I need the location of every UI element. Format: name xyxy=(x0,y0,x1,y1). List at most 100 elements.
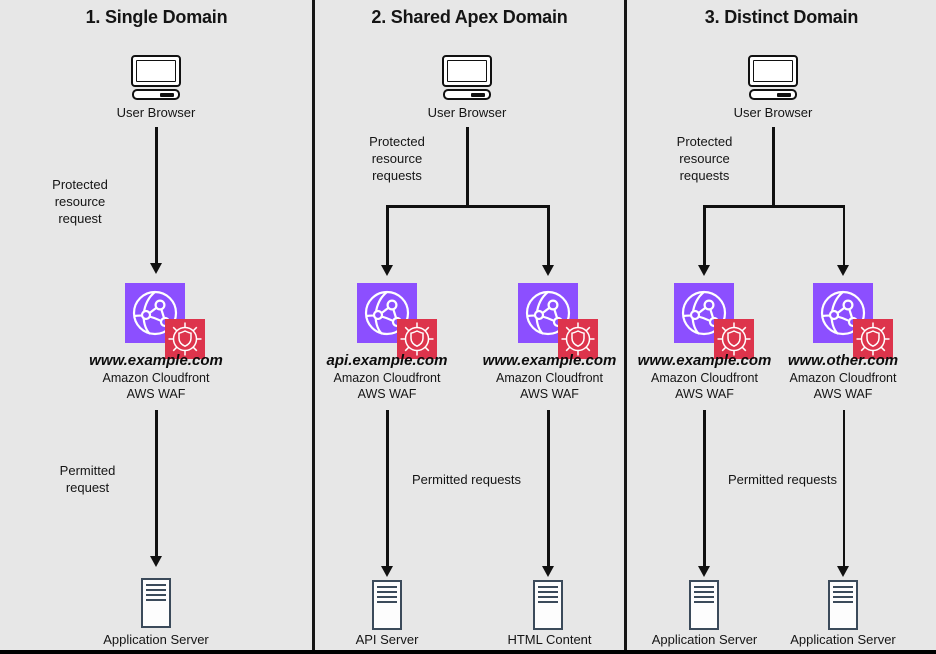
distribution-service-label: Amazon Cloudfront AWS WAF xyxy=(36,370,276,402)
service-line: AWS WAF xyxy=(813,387,873,401)
server-slots xyxy=(538,586,558,606)
distribution-service-label: Amazon Cloudfront AWS WAF xyxy=(622,370,787,402)
aws-waf-icon xyxy=(397,319,437,359)
server-slots xyxy=(146,584,166,604)
arrowhead-cf-to-server xyxy=(149,556,162,567)
edge-label-line: request xyxy=(58,211,102,226)
edge-label-protected-requests: Protected resource requests xyxy=(338,133,456,184)
cloudfront-waf-icon xyxy=(813,283,893,359)
server-body xyxy=(828,580,858,630)
service-line: Amazon Cloudfront xyxy=(333,371,441,385)
edge-label-line: resource xyxy=(679,151,730,166)
server-icon xyxy=(141,578,171,628)
server-slots xyxy=(694,586,714,606)
server-slots xyxy=(833,586,853,606)
connector-cf-to-server xyxy=(155,410,158,558)
monitor-base xyxy=(749,89,797,100)
aws-waf-icon xyxy=(853,319,893,359)
server-body xyxy=(533,580,563,630)
column-title: 1. Single Domain xyxy=(85,7,228,27)
service-line: Amazon Cloudfront xyxy=(102,371,210,385)
distribution-domain-label: www.example.com xyxy=(637,352,772,369)
connector-branch-right xyxy=(547,205,550,267)
column-distinct-domain: 3. Distinct Domain User Browser Protecte… xyxy=(627,0,936,651)
cloudfront-waf-icon xyxy=(125,283,205,359)
server-icon xyxy=(533,580,563,630)
column-divider-1 xyxy=(312,0,315,651)
arrowhead-cf-to-backend-right xyxy=(837,566,850,577)
backend-label: Application Server xyxy=(103,632,209,647)
column-single-domain: 1. Single Domain User Browser Protected … xyxy=(0,0,313,651)
edge-label-line: request xyxy=(65,480,110,495)
connector-cf-to-backend-right xyxy=(842,410,845,568)
connector-branch-left xyxy=(386,205,389,267)
edge-label-line: requests xyxy=(679,168,730,183)
arrowhead-cf-to-backend-right xyxy=(541,566,554,577)
user-browser-label: User Browser xyxy=(427,105,507,120)
arrowhead-branch-left xyxy=(697,265,710,276)
server-icon xyxy=(689,580,719,630)
distribution-service-label: Amazon Cloudfront AWS WAF xyxy=(307,370,467,402)
edge-label-line: requests xyxy=(372,168,422,183)
cloudfront-waf-icon xyxy=(518,283,598,359)
edge-label-line: Protected xyxy=(52,177,108,192)
edge-label-line: Protected xyxy=(369,134,425,149)
distribution-domain-label: www.example.com xyxy=(89,352,223,369)
user-browser-label: User Browser xyxy=(733,105,813,120)
user-browser-label: User Browser xyxy=(116,105,196,120)
column-shared-apex-domain: 2. Shared Apex Domain User Browser Prote… xyxy=(315,0,624,651)
monitor-base xyxy=(132,89,180,100)
distribution-domain-label: www.other.com xyxy=(787,352,899,369)
arrowhead-branch-right xyxy=(837,265,850,276)
distribution-domain-label: www.example.com xyxy=(482,352,617,369)
cloudfront-waf-icon xyxy=(674,283,754,359)
backend-label: Application Server xyxy=(790,632,896,647)
service-line: AWS WAF xyxy=(520,387,579,401)
backend-label: Application Server xyxy=(651,632,758,647)
service-line: AWS WAF xyxy=(675,387,734,401)
monitor-screen xyxy=(748,55,798,87)
connector-branch-left xyxy=(703,205,706,267)
cloudfront-waf-icon xyxy=(357,283,437,359)
edge-label-line: Permitted requests xyxy=(411,472,522,487)
server-body xyxy=(689,580,719,630)
distribution-service-label: Amazon Cloudfront AWS WAF xyxy=(768,370,918,402)
connector-cf-to-backend-right xyxy=(547,410,550,568)
edge-label-permitted-requests: Permitted requests xyxy=(710,471,855,488)
arrowhead-browser-to-cf xyxy=(149,263,162,274)
arrowhead-cf-to-backend-left xyxy=(380,566,393,577)
arrowhead-branch-left xyxy=(380,265,393,276)
column-divider-2 xyxy=(624,0,627,651)
service-line: Amazon Cloudfront xyxy=(495,371,603,385)
distribution-domain-label: api.example.com xyxy=(326,352,448,369)
edge-label-protected-requests: Protected resource requests xyxy=(647,133,762,184)
edge-label-line: resource xyxy=(371,151,423,166)
connector-browser-to-cf xyxy=(155,127,158,265)
edge-label-protected-request: Protected resource request xyxy=(20,176,140,227)
arrowhead-branch-right xyxy=(541,265,554,276)
edge-label-line: Protected xyxy=(676,134,733,149)
arrowhead-cf-to-backend-left xyxy=(697,566,710,577)
column-title: 3. Distinct Domain xyxy=(704,7,859,27)
edge-label-line: resource xyxy=(54,194,106,209)
distribution-service-label: Amazon Cloudfront AWS WAF xyxy=(467,370,632,402)
connector-browser-trunk xyxy=(466,127,469,207)
backend-label: HTML Content xyxy=(507,632,592,647)
edge-label-line: Permitted xyxy=(59,463,116,478)
aws-waf-icon xyxy=(165,319,205,359)
edge-label-line: Permitted requests xyxy=(727,472,838,487)
backend-label: API Server xyxy=(355,632,419,647)
service-line: AWS WAF xyxy=(126,387,186,401)
monitor-icon xyxy=(442,55,492,100)
monitor-screen xyxy=(131,55,181,87)
monitor-icon xyxy=(131,55,181,100)
connector-cf-to-backend-left xyxy=(703,410,706,568)
monitor-icon xyxy=(748,55,798,100)
connector-browser-trunk xyxy=(772,127,775,207)
aws-waf-icon xyxy=(714,319,754,359)
connector-cf-to-backend-left xyxy=(386,410,389,568)
server-icon xyxy=(372,580,402,630)
server-icon xyxy=(828,580,858,630)
monitor-screen xyxy=(442,55,492,87)
